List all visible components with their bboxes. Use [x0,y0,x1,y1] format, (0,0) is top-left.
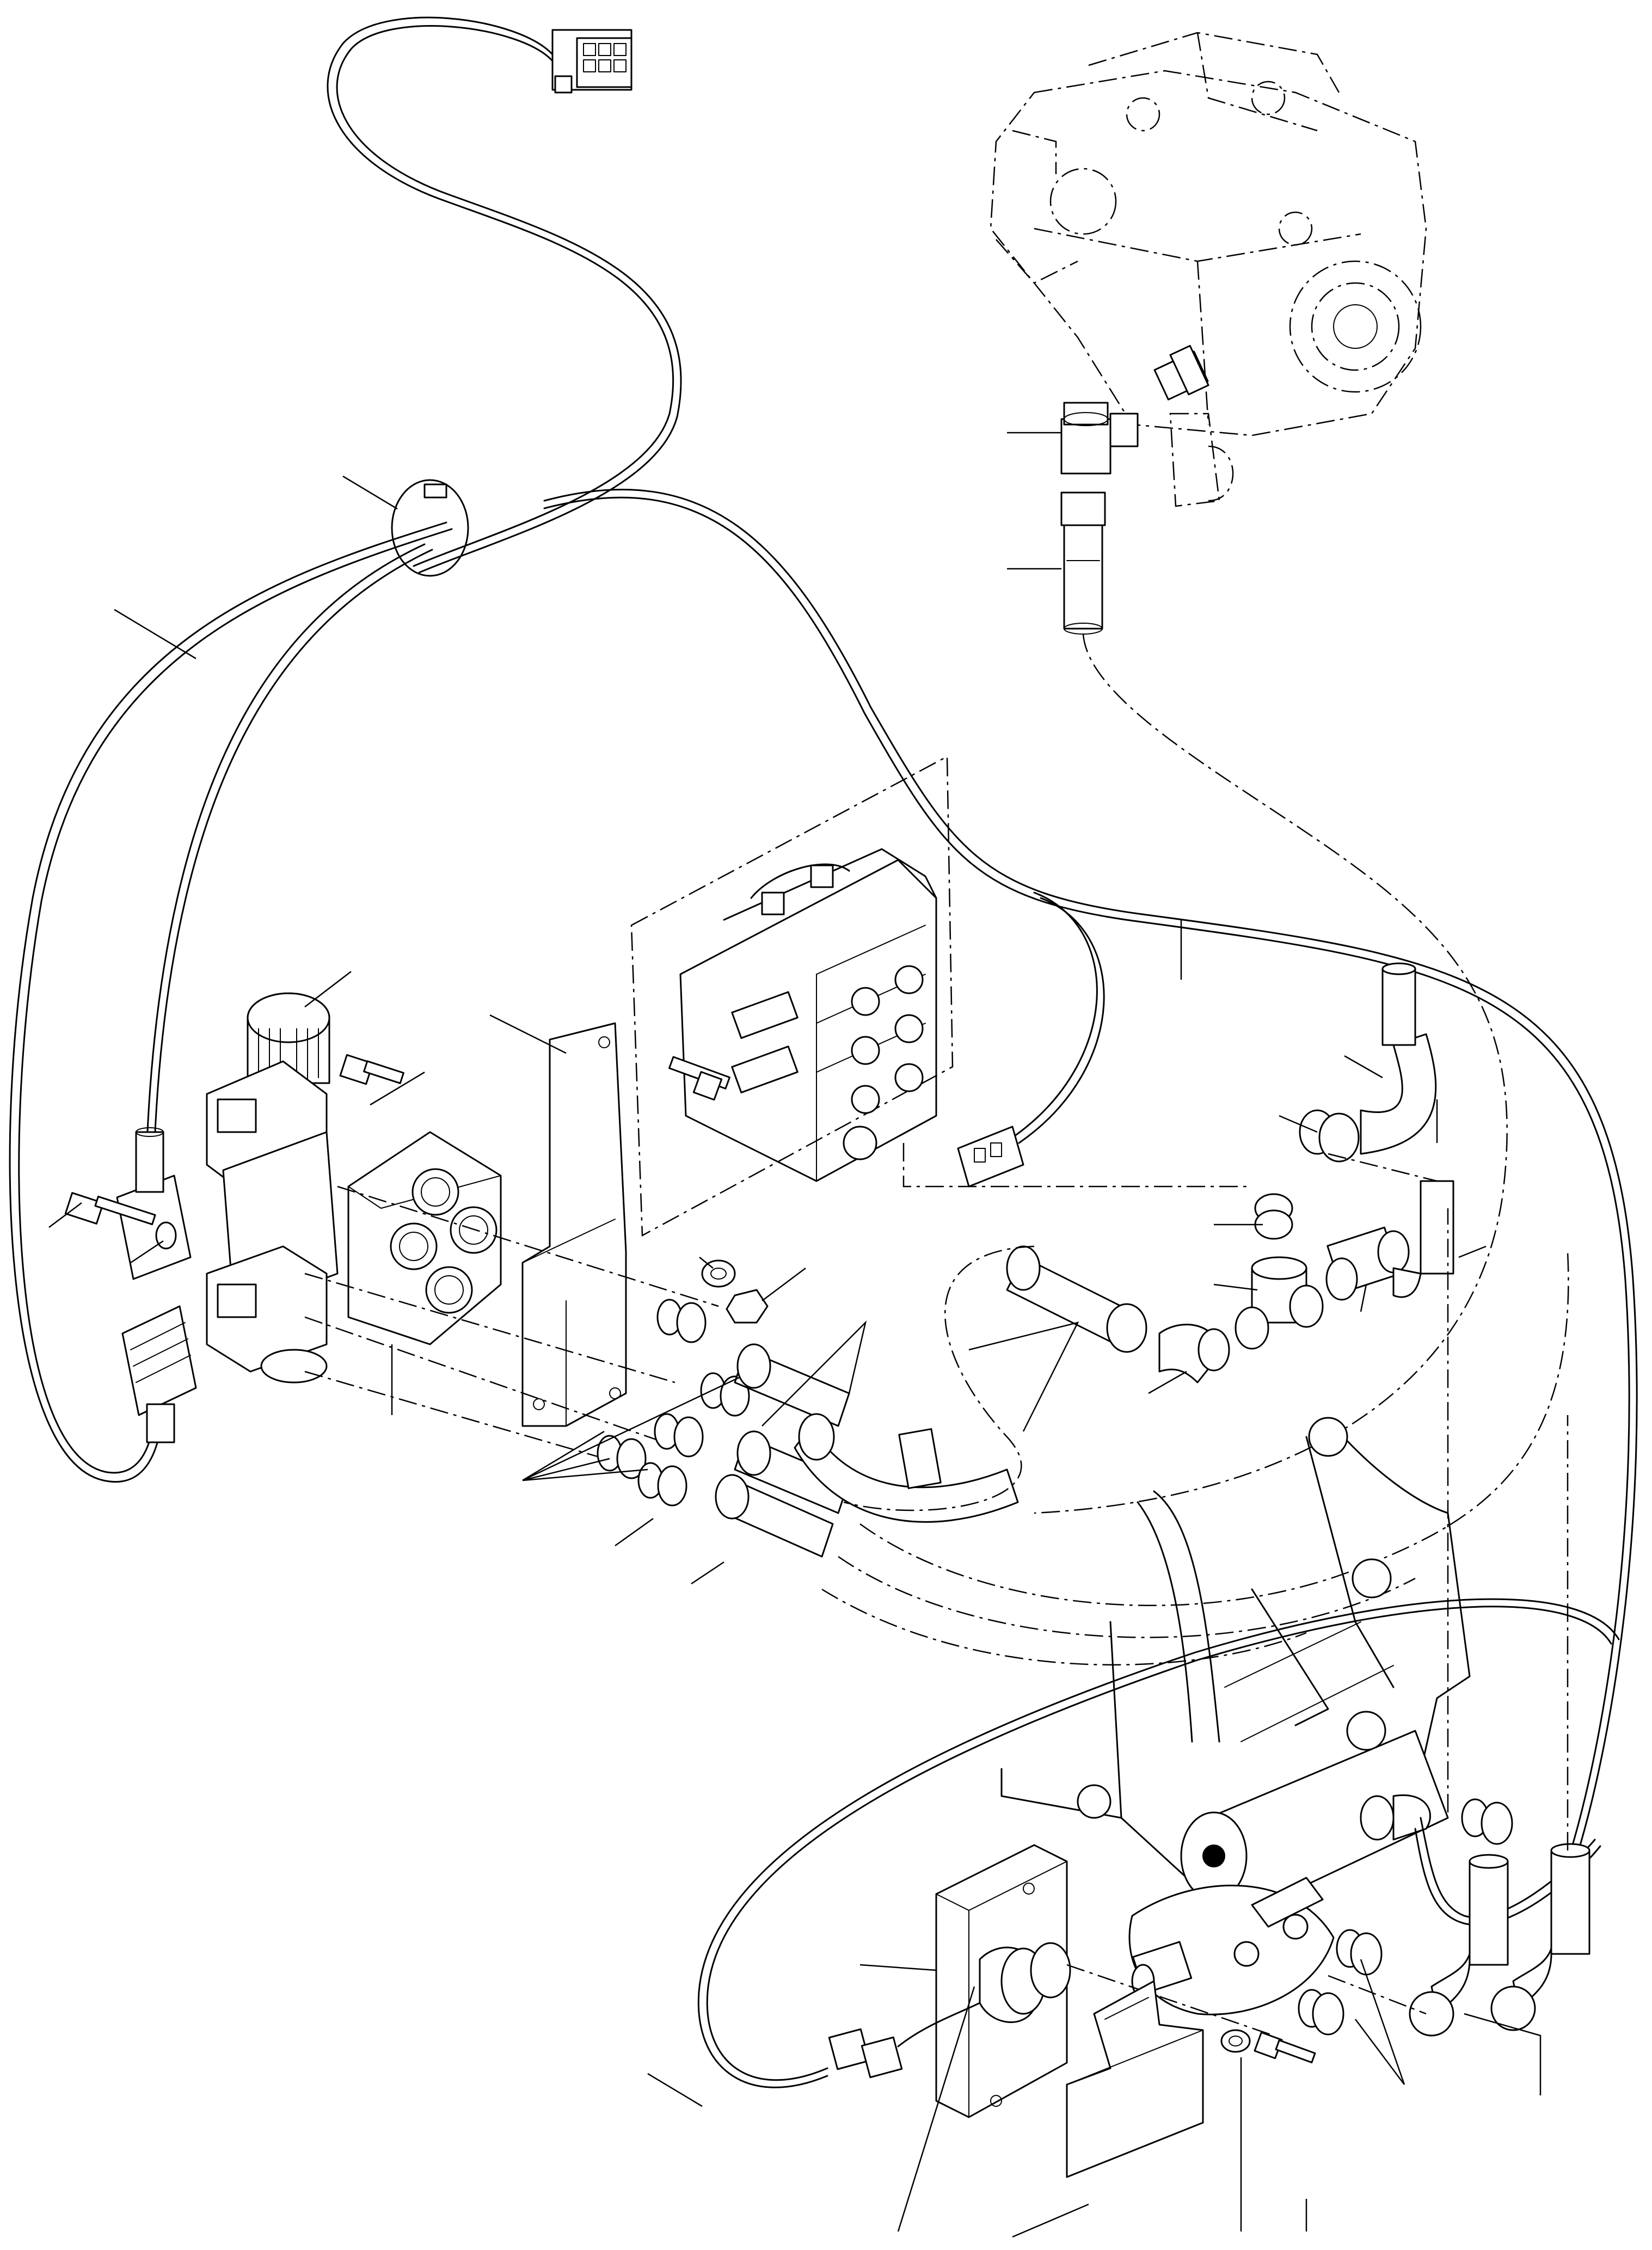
control-valve-bank [630,755,1252,1237]
adapter-fitting-cylinder-1 [1336,1929,1383,1976]
hose-end-cylinder-2 [1490,1843,1590,2031]
elbow-fitting-right [1299,1033,1437,1163]
elbow-fitting-middle [1158,1324,1230,1384]
hose-end-pump [1060,491,1106,635]
hydraulic-pump [990,32,1427,507]
adapter-fitting-3 [654,1413,704,1458]
adapter-fitting-4 [597,1435,647,1479]
bolt-guard [1254,2031,1316,2063]
electrical-connector-valve [957,1126,1024,1188]
mounting-bracket [521,1022,627,1427]
hydraulic-hose-upper [1006,1245,1147,1353]
leader-lines [48,432,1542,2238]
hose-end-right-upper [1381,962,1416,1046]
adapter-fitting-right [1254,1193,1293,1240]
adapter-fitting-5 [637,1462,687,1507]
hydraulic-hose-set [715,1343,1019,1558]
bolt-solenoid [64,1192,156,1226]
hose-end-cylinder-1 [1409,1854,1509,2037]
tee-fitting-middle [1235,1256,1324,1350]
washer-guard [1220,2029,1251,2053]
solenoid-valve [206,992,339,1384]
hydraulic-cylinder [1128,1730,1449,2015]
solenoid-connector-top [116,1127,192,1280]
tee-fitting-pump [1060,402,1139,475]
solenoid-connector-bottom [121,1305,197,1443]
wire-harness [9,16,1638,1852]
sensor-guard [1066,1980,1204,2178]
elbow-fitting-cylinder [1360,1794,1601,1926]
cable-tie [391,479,469,577]
manifold-block [347,1131,502,1345]
nut-middle [726,1289,769,1324]
washer-middle [701,1259,736,1288]
electrical-connector-top [551,29,632,94]
electrical-connector-sensor [697,1598,1620,2088]
adapter-fitting-cylinder-2 [1298,1989,1344,2036]
bolt-manifold [339,1054,404,1085]
adapter-fitting-1 [656,1299,707,1343]
adapter-fitting-cylinder-3 [1461,1798,1513,1845]
washer-solenoid [155,1221,177,1250]
proximity-sensor [1000,1942,1274,2037]
bolt-valve [668,1056,730,1101]
sensor-bracket [935,1844,1068,2118]
hose-end-right-lower [1392,1180,1454,1298]
